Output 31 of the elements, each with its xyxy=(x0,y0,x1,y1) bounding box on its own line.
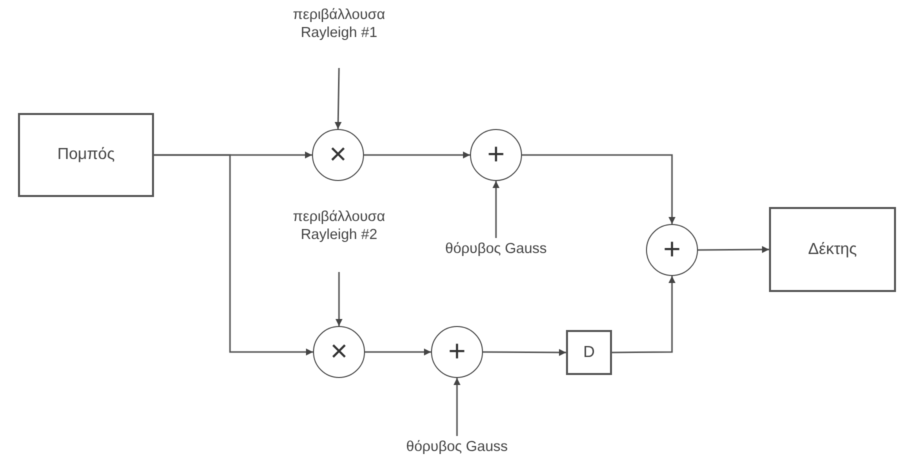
multiplier-circle xyxy=(313,326,365,378)
adder-circle xyxy=(431,326,483,378)
arrow xyxy=(364,152,470,158)
arrow xyxy=(336,272,342,326)
arrow xyxy=(154,154,313,356)
box-label: Πομπός xyxy=(57,146,115,164)
transmitter-box xyxy=(18,113,154,197)
signal-label: περιβάλλουσα Rayleigh #2 xyxy=(269,208,409,272)
arrow xyxy=(492,181,500,238)
arrow xyxy=(483,348,566,356)
receiver-box xyxy=(769,207,896,292)
delay-box xyxy=(566,330,612,375)
arrow xyxy=(522,154,676,224)
box-label: D xyxy=(583,344,595,362)
arrow xyxy=(334,68,342,130)
arrow xyxy=(698,246,769,254)
multiplier-circle xyxy=(312,129,364,181)
arrow xyxy=(612,276,676,354)
adder-circle xyxy=(470,129,522,181)
signal-label: θόρυβος Gauss xyxy=(431,238,561,260)
signal-label: περιβάλλουσα Rayleigh #1 xyxy=(269,6,409,68)
operator-symbol: + xyxy=(487,140,505,170)
box-label: Δέκτης xyxy=(808,240,857,258)
adder-circle xyxy=(646,224,698,276)
arrow xyxy=(365,348,431,356)
operator-symbol: + xyxy=(448,337,466,367)
operator-symbol: × xyxy=(329,140,347,170)
operator-symbol: × xyxy=(330,337,348,367)
arrow xyxy=(454,378,460,436)
operator-symbol: + xyxy=(663,235,681,265)
signal-label: θόρυβος Gauss xyxy=(392,436,522,458)
